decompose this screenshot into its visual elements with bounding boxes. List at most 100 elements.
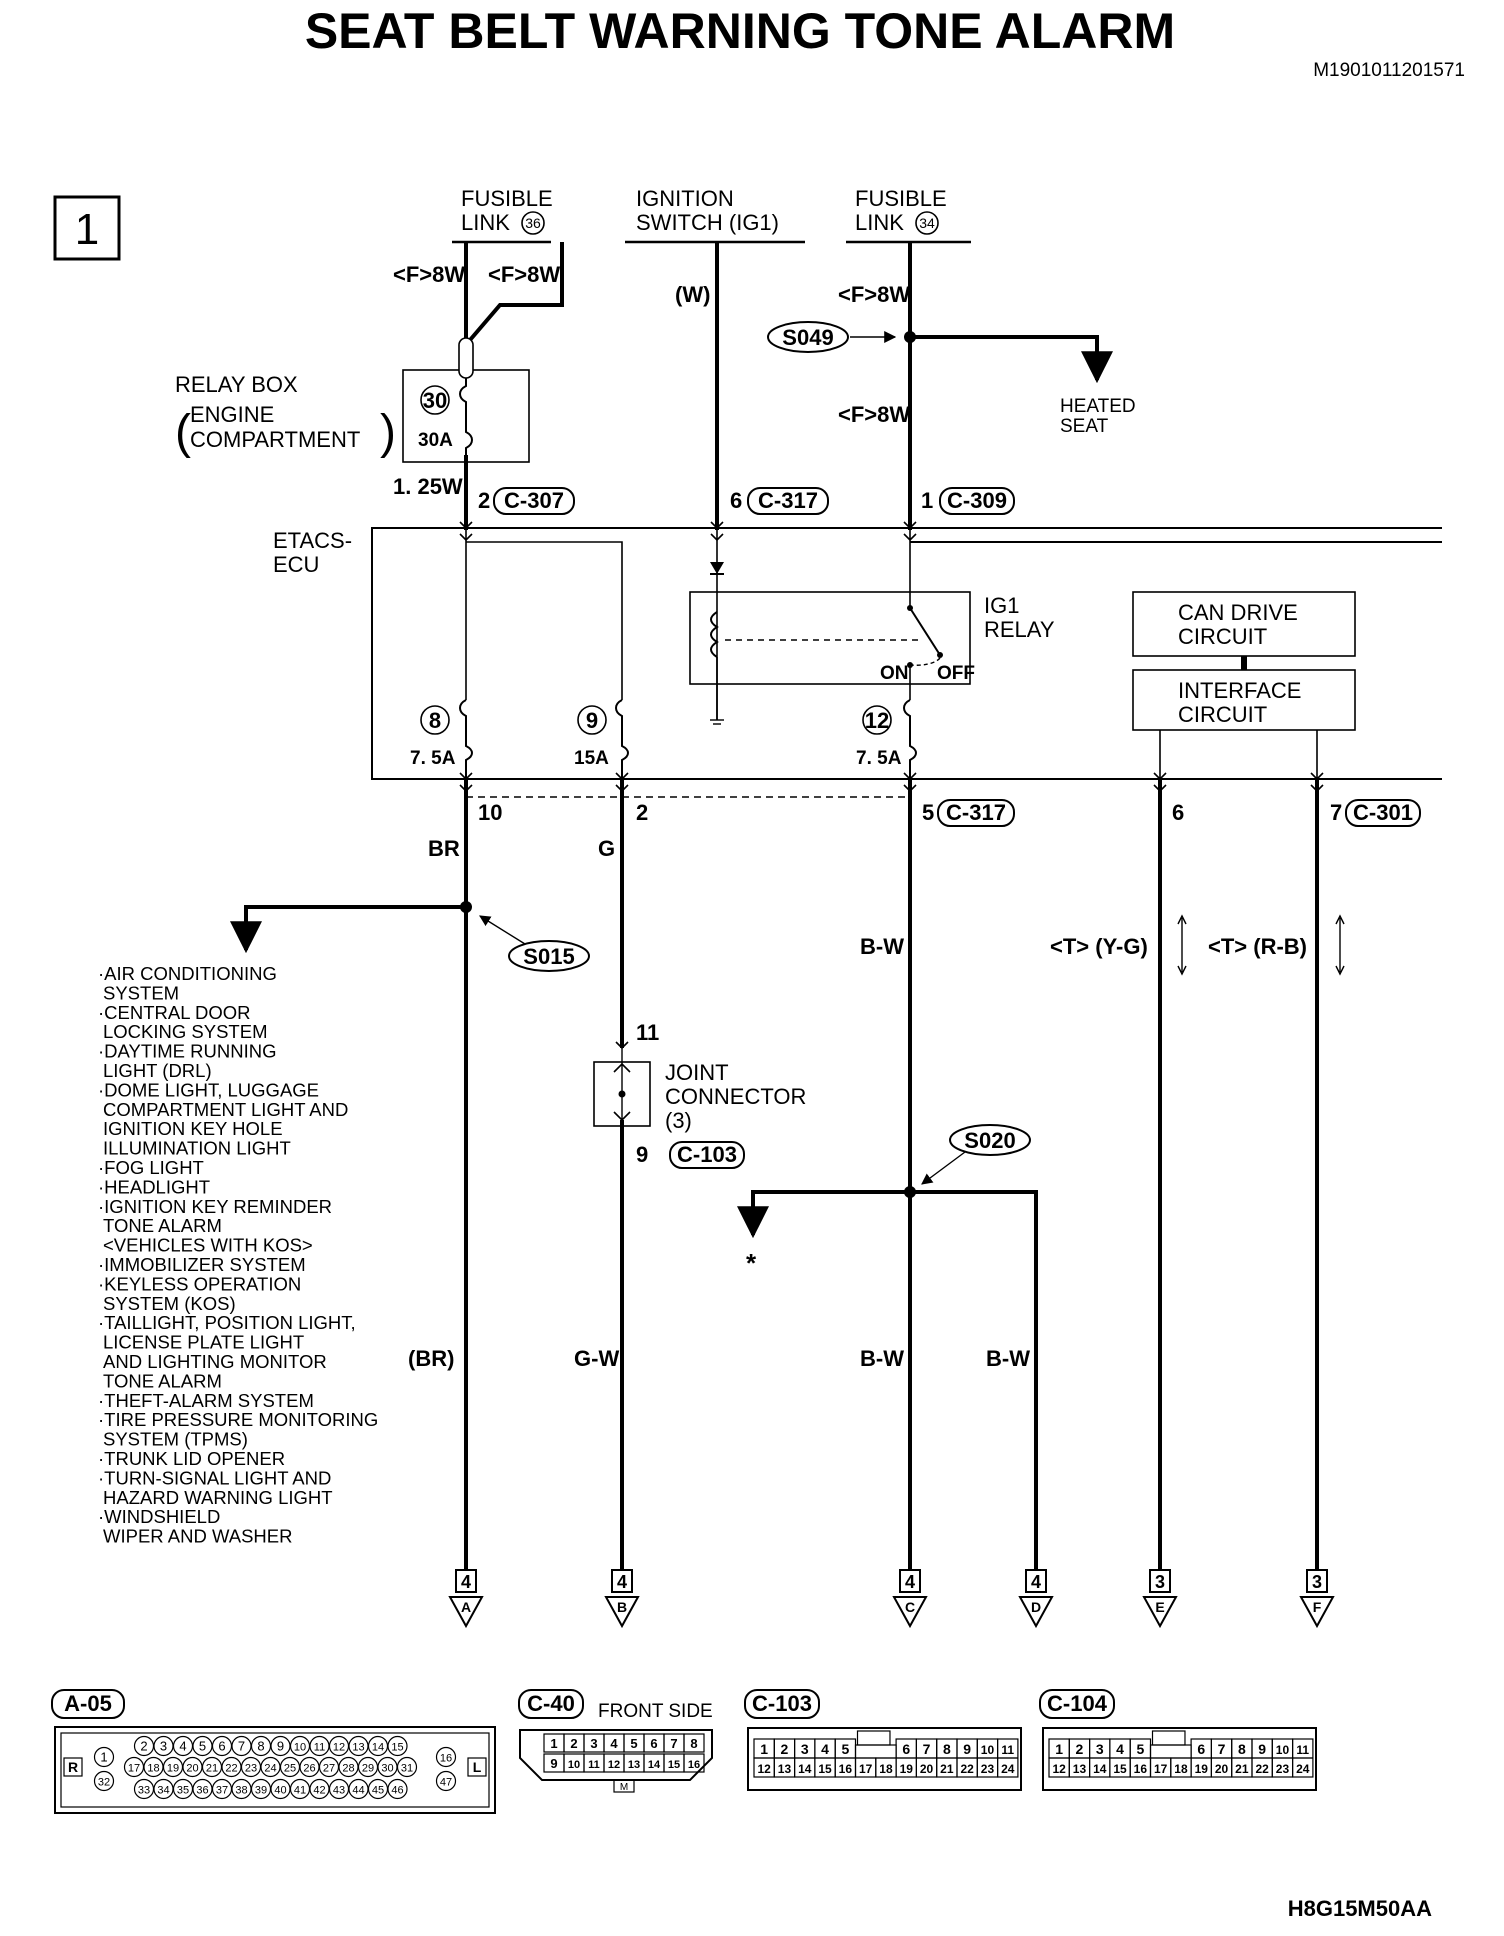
page-ref-page: 4	[461, 1572, 471, 1592]
c104-pins-cell: 9	[1258, 1741, 1266, 1757]
a05-pin: 39	[255, 1785, 267, 1797]
page-ref-a[interactable]: 4A	[448, 1569, 484, 1629]
bottom-pin-c317: C-317	[946, 800, 1006, 825]
c103-pins-cell: 17	[859, 1762, 873, 1776]
heated-seat-label: HEATED	[1060, 396, 1136, 417]
c103-pins-cell: 11	[1001, 1743, 1014, 1757]
connector-c40-key: M	[620, 1782, 628, 1793]
bottom-pin-10: 10	[478, 800, 502, 825]
a05-pin: 41	[294, 1785, 306, 1797]
page-ref-d[interactable]: 4D	[1018, 1569, 1054, 1629]
page-ref-page: 3	[1155, 1572, 1165, 1592]
c104-pins-cell: 16	[1134, 1762, 1148, 1776]
c104-pins-cell: 21	[1235, 1762, 1249, 1776]
page-ref-c[interactable]: 4C	[892, 1569, 928, 1629]
page-ref-letter: B	[617, 1599, 627, 1615]
page-number: 1	[75, 205, 99, 254]
c40-pin: 11	[588, 1759, 600, 1771]
a05-pin: 5	[199, 1739, 206, 1754]
wire-label-bw1: B-W	[860, 934, 904, 959]
c103-pins-cell: 9	[963, 1741, 971, 1757]
top-pin-c317: 6 C-317	[730, 487, 829, 515]
systems-list-line: ·HEADLIGHT	[98, 1176, 210, 1197]
a05-pin: 12	[333, 1742, 345, 1754]
a05-pin: 23	[245, 1763, 257, 1775]
c104-pins-cell: 2	[1076, 1741, 1084, 1757]
wire-label-br2: (BR)	[408, 1346, 454, 1371]
etacs-ecu-label2: ECU	[273, 552, 319, 577]
c103-pins-cell: 18	[879, 1762, 893, 1776]
footer-code: H8G15M50AA	[1288, 1896, 1432, 1921]
c103-pins-cell: 23	[981, 1762, 995, 1776]
a05-pin: 18	[147, 1763, 159, 1775]
systems-list-line: ·DAYTIME RUNNING	[98, 1041, 277, 1062]
c40-pin: 13	[628, 1759, 640, 1771]
ignition-switch-source: IGNITION SWITCH (IG1)	[625, 186, 805, 244]
fusible-link-36-label: FUSIBLE	[461, 186, 553, 211]
a05-pin: 13	[352, 1742, 364, 1754]
a05-pin: 20	[186, 1763, 198, 1775]
c104-pins-cell: 11	[1296, 1743, 1309, 1757]
lower-wires	[230, 795, 1319, 1570]
c103-pins-cell: 4	[821, 1741, 829, 1757]
wire-label-f8w-d: <F>8W	[838, 402, 910, 427]
a05-pin: 45	[372, 1785, 384, 1797]
splice-s049-dot	[904, 331, 916, 343]
c104-pins-cell: 19	[1195, 1762, 1209, 1776]
page-ref-page: 3	[1312, 1572, 1322, 1592]
c103-pins-cell: 6	[902, 1741, 910, 1757]
splice-s015: S015	[479, 915, 590, 972]
page-ref-f[interactable]: 3F	[1299, 1569, 1335, 1629]
c40-pin: 10	[568, 1759, 580, 1771]
c40-pin: 12	[608, 1759, 620, 1771]
internal-fuse-9: 9 15A	[574, 699, 629, 779]
asterisk-marker: *	[746, 1248, 757, 1278]
page-ref-e[interactable]: 3E	[1142, 1569, 1178, 1629]
c103-pins-cell: 2	[781, 1741, 789, 1757]
fusible-link-34-label: FUSIBLE	[855, 186, 947, 211]
relay-box-paren-close: )	[380, 406, 396, 459]
heated-seat-label2: SEAT	[1060, 416, 1109, 437]
joint-connector-pin-in: 11	[636, 1020, 659, 1045]
can-drive-label: CAN DRIVE	[1178, 600, 1298, 625]
joint-connector-label: JOINT	[665, 1060, 729, 1085]
c104-pins-cell: 20	[1215, 1762, 1229, 1776]
c104-pins-cell: 3	[1096, 1741, 1104, 1757]
relay-on-label: ON	[880, 663, 909, 684]
interface-box	[1132, 669, 1356, 731]
a05-pin: 19	[167, 1763, 179, 1775]
a05-pin: 34	[157, 1785, 169, 1797]
fusible-link-34-source: FUSIBLE LINK 34	[846, 186, 971, 244]
systems-list-line: SYSTEM (KOS)	[103, 1293, 236, 1314]
page-ref-letter: F	[1313, 1599, 1322, 1615]
splice-s015-dot	[460, 901, 472, 913]
a05-pin: 38	[235, 1785, 247, 1797]
a05-pin: 11	[314, 1742, 325, 1754]
internal-fuse-8: 8 7. 5A	[410, 699, 473, 779]
wire-label-bw2: B-W	[860, 1346, 904, 1371]
c40-pin: 9	[550, 1756, 557, 1771]
connector-c40-note: FRONT SIDE	[598, 1701, 713, 1722]
c103-pins-cell: 13	[778, 1762, 792, 1776]
connector-a05-side-l: L	[473, 1759, 482, 1775]
connector-chevrons	[459, 521, 1324, 793]
systems-list-line: WIPER AND WASHER	[103, 1526, 292, 1547]
c103-pins-cell: 3	[801, 1741, 809, 1757]
wire-label-f8w-c: <F>8W	[838, 282, 910, 307]
top-pin-c307-conn: C-307	[504, 488, 564, 513]
connector-c40-label: C-40	[527, 1691, 575, 1716]
page-ref-letter: A	[461, 1599, 471, 1615]
bottom-pin-5: 5	[922, 800, 934, 825]
c103-pins-cell: 12	[757, 1762, 771, 1776]
a05-pin: 15	[391, 1742, 403, 1754]
page-ref-b[interactable]: 4B	[604, 1569, 640, 1629]
systems-list-line: LICENSE PLATE LIGHT	[103, 1332, 304, 1353]
systems-list-line: ·KEYLESS OPERATION	[98, 1273, 301, 1294]
a05-pin: 22	[225, 1763, 237, 1775]
c104-pins-cell: 8	[1238, 1741, 1246, 1757]
c103-pins-cell: 10	[981, 1743, 995, 1757]
systems-list-line: LIGHT (DRL)	[103, 1060, 212, 1081]
top-pin-c317-conn: C-317	[758, 488, 818, 513]
